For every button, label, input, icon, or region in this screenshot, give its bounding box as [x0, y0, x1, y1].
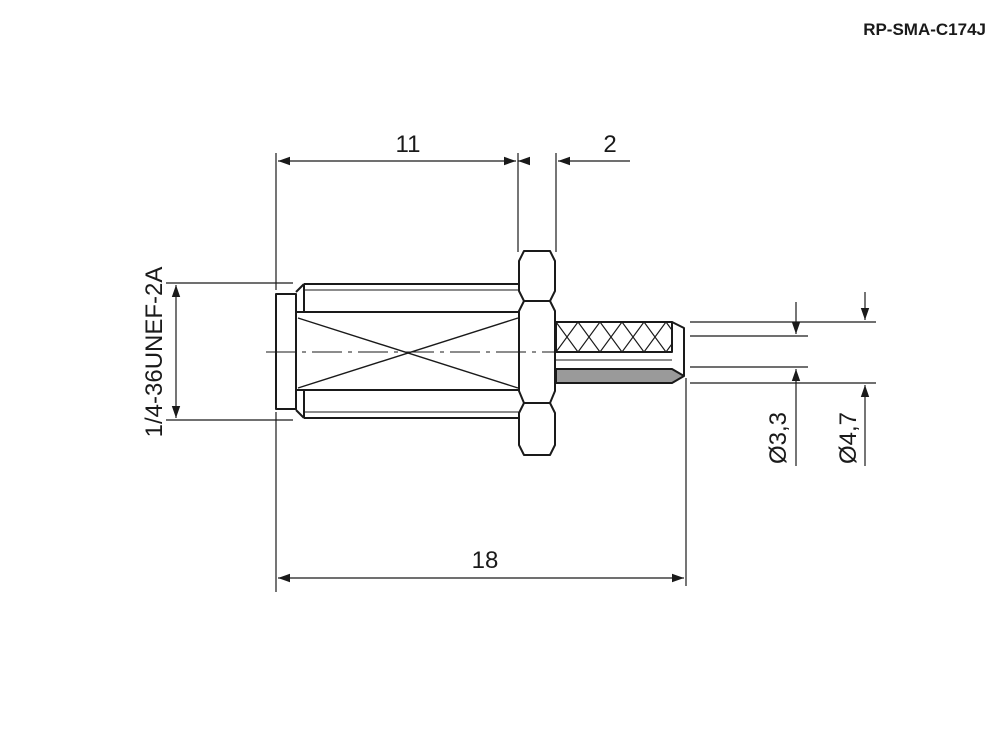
crimp-sleeve: [555, 321, 685, 384]
extension-lines: [166, 153, 876, 592]
dim-label-nut-width: 2: [603, 131, 616, 158]
ferrule-shaded: [555, 368, 685, 384]
dim-label-overall-length: 18: [472, 547, 499, 574]
hex-nut: [518, 250, 556, 456]
part-number: RP-SMA-C174J: [863, 20, 986, 39]
dimension-lines: [171, 156, 870, 583]
dim-label-inner-diameter: Ø3,3: [765, 412, 792, 464]
dim-label-thread-spec: 1/4-36UNEF-2A: [141, 267, 168, 438]
dim-label-thread-length: 11: [396, 131, 421, 158]
threaded-body: [295, 283, 520, 419]
dim-label-outer-diameter: Ø4,7: [835, 412, 862, 464]
